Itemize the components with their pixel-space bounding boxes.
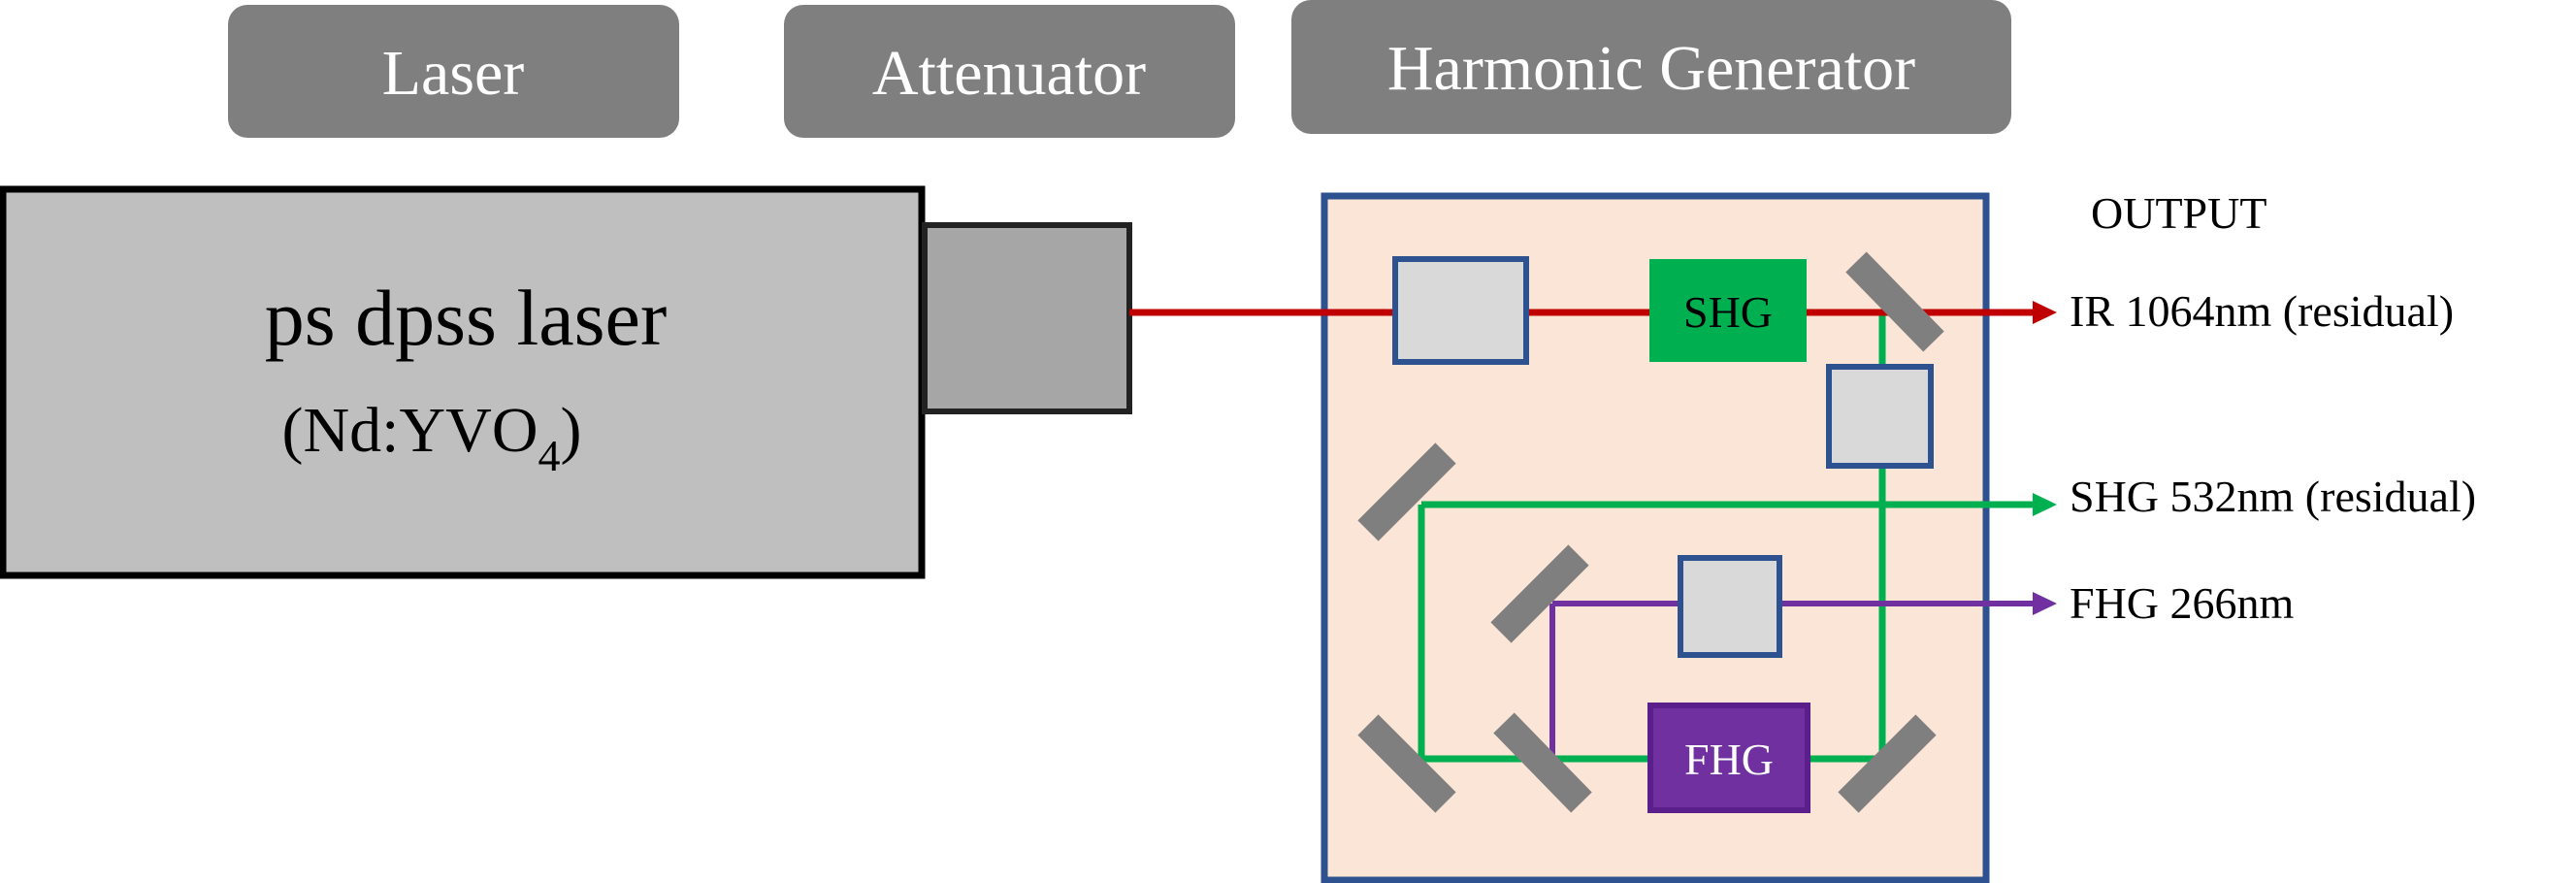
mirror-bottom-right [1838,714,1937,813]
fhg-crystal-label: FHG [1684,735,1774,784]
header-attenuator-label: Attenuator [872,38,1146,109]
shg-crystal [1649,259,1807,362]
header-laser: Laser [228,5,679,138]
purple-output-arrowhead [2033,592,2057,615]
mirror-bottom-left [1357,714,1456,813]
fhg-crystal [1647,703,1810,813]
header-harmonic-generator-box [1291,0,2011,134]
mirror-ir-splitter [1845,251,1944,352]
mirrors [1357,251,1944,813]
output-shg-label: SHG 532nm (residual) [2070,472,2476,521]
mirror-bottom-middle [1493,712,1592,813]
purple-beam-path [1549,601,2033,759]
laser-medium-subscript: 4 [538,431,560,480]
ir-output-arrowhead [2033,301,2057,324]
laser-head [922,222,1132,414]
mirror-purple-output [1490,544,1589,643]
header-laser-box [228,5,679,138]
output-title: OUTPUT [2091,188,2266,238]
laser-body [0,185,926,579]
header-attenuator-box [784,5,1235,138]
output-ir-label: IR 1064nm (residual) [2070,286,2454,336]
header-attenuator: Attenuator [784,5,1235,138]
beam-component-entrance [1392,256,1529,365]
beam-component-fhg-path [1678,555,1782,658]
beam-component-shg-path [1826,364,1934,469]
laser-medium-suffix: ) [560,395,581,466]
header-harmonic-generator: Harmonic Generator [1291,0,2011,134]
mirror-green-output [1357,442,1456,541]
output-fhg-label: FHG 266nm [2070,578,2295,628]
laser-medium: (Nd:YVO4) [282,395,582,480]
laser-medium-prefix: (Nd:YVO [282,395,538,466]
shg-crystal-label: SHG [1683,287,1773,337]
header-harmonic-generator-label: Harmonic Generator [1387,33,1915,104]
laser-name: ps dpss laser [265,274,668,362]
header-laser-label: Laser [382,38,525,109]
green-output-arrowhead [2033,493,2057,516]
